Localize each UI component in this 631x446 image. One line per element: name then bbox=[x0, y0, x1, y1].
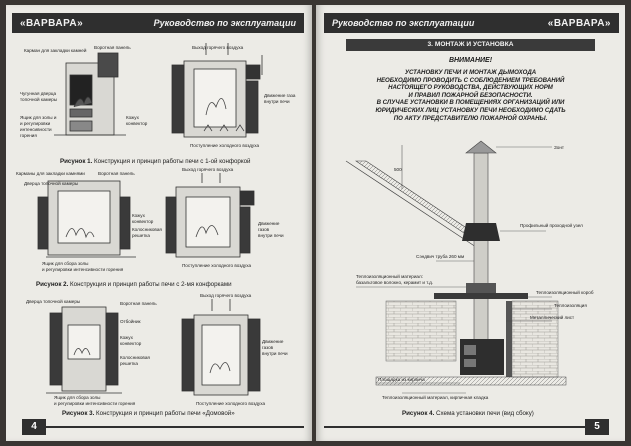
label-dvizh3: внутри печи bbox=[258, 233, 284, 238]
warning-line: В случае установки в помещениях организа… bbox=[376, 99, 565, 107]
label-yashik2: и регулировки интенсивности горения bbox=[42, 267, 124, 272]
label-otboinik: Отбойник bbox=[120, 318, 142, 324]
label-dim: 500 bbox=[394, 167, 402, 172]
figure-4-diagram: 500 Зонт Профильный проходной узел Сэндв… bbox=[345, 140, 594, 400]
label-yashik2: и регулировки bbox=[20, 121, 51, 126]
label-teploiz: Теплоизоляция bbox=[554, 303, 587, 308]
label-teplo1: Теплоизоляционный материал: bbox=[356, 273, 423, 279]
label-dverca: Дверца топочной камеры bbox=[26, 298, 80, 304]
label-dvizh2: газов bbox=[258, 227, 270, 232]
warning-text: Установку печи и монтаж дымохода необход… bbox=[344, 69, 597, 122]
label-postup: Поступление холодного воздуха bbox=[182, 263, 251, 268]
label-dverca: Дверца топочной камеры bbox=[24, 180, 78, 186]
label-sendvich: Сэндвич труба 260 мм bbox=[416, 254, 464, 259]
label-vorotnaya: Воротная панель bbox=[94, 45, 131, 50]
figure-1-caption: Рисунок 1. Конструкция и принцип работы … bbox=[60, 158, 251, 165]
label-kamni: Карман для закладки камней bbox=[24, 47, 87, 53]
label-karmany: Карманы для закладки камнями bbox=[16, 171, 85, 176]
label-yashik1: Ящик для золы и bbox=[20, 115, 57, 120]
label-ploshad: Площадка из кирпича bbox=[378, 377, 425, 382]
warning-line: необходимо проводить с соблюдением требо… bbox=[376, 76, 565, 84]
warning-line: по акту представителю пожарной охраны. bbox=[393, 114, 548, 122]
warning-line: настоящего руководства, действующих норм bbox=[388, 84, 553, 92]
label-kozhuh2: конвектор bbox=[126, 121, 148, 126]
label-teplo2: базальтовое волокно, керамит и т.д. bbox=[356, 280, 433, 285]
label-profil: Профильный проходной узел bbox=[520, 222, 583, 228]
label-vyhod: Выход горячего воздуха bbox=[192, 45, 244, 50]
figure-4-caption: Рисунок 4. Схема установки печи (вид сбо… bbox=[402, 410, 534, 417]
label-metall: Металлический лист bbox=[530, 314, 575, 320]
label-vyhod: Выход горячего воздуха bbox=[182, 167, 234, 172]
label-dvizh2: газов bbox=[262, 345, 274, 350]
label-zont: Зонт bbox=[554, 145, 565, 150]
right-header: Руководство по эксплуатации «ВАРВАРА» bbox=[324, 13, 619, 33]
label-yashik4: горения bbox=[20, 133, 37, 138]
warning-line: Установку печи и монтаж дымохода bbox=[404, 69, 537, 76]
label-yashik2: и регулировки интенсивности горения bbox=[54, 401, 136, 406]
label-chugun: Чугунная дверца bbox=[20, 91, 57, 96]
right-page: Руководство по эксплуатации «ВАРВАРА» 3.… bbox=[316, 5, 625, 441]
label-postup: Поступление холодного воздуха bbox=[190, 143, 259, 148]
header-title: Руководство по эксплуатации bbox=[153, 18, 296, 28]
label-yashik1: Ящик для сбора золы bbox=[42, 261, 88, 266]
label-niz: Теплоизоляционный материал, кирпичная кл… bbox=[382, 394, 489, 400]
section-title: 3. МОНТАЖ И УСТАНОВКА bbox=[346, 39, 595, 51]
label-kolos1: Колосниковая bbox=[132, 227, 162, 232]
label-korob: Теплоизоляционный короб bbox=[536, 289, 594, 295]
label-vorotnaya: Воротная панель bbox=[98, 171, 135, 176]
brand-logo: «ВАРВАРА» bbox=[547, 17, 611, 29]
page-number: 5 bbox=[585, 419, 609, 435]
warning-line: юридических лиц установку печи необходим… bbox=[375, 106, 566, 114]
label-postup: Поступление холодного воздуха bbox=[196, 401, 265, 406]
label-dvizh2: внутри печи bbox=[264, 99, 290, 104]
left-page: «ВАРВАРА» Руководство по эксплуатации bbox=[6, 5, 312, 441]
figure-1-diagram: Карман для закладки камней Воротная пане… bbox=[20, 43, 296, 148]
warning-line: и правил пожарной безопасности. bbox=[408, 91, 533, 99]
label-yashik3: интенсивности bbox=[20, 127, 52, 132]
page-number: 4 bbox=[22, 419, 46, 435]
label-vyhod: Выход горячего воздуха bbox=[200, 293, 252, 298]
label-kozhuh2: конвектор bbox=[120, 341, 142, 346]
label-kolos2: решетка bbox=[132, 233, 150, 238]
brand-logo: «ВАРВАРА» bbox=[20, 17, 84, 29]
label-kozhuh2: конвектор bbox=[132, 219, 154, 224]
label-dvizh1: Движение bbox=[258, 221, 280, 226]
figure-2-diagram: Карманы для закладки камнями Дверца топо… bbox=[16, 167, 284, 272]
label-kozhuh1: Кожух bbox=[120, 335, 134, 340]
label-dvizh1: Движение bbox=[262, 339, 284, 344]
label-dvizh1: Движение газа bbox=[264, 93, 296, 98]
figure-2-caption: Рисунок 2. Конструкция и принцип работы … bbox=[36, 281, 232, 288]
label-kozhuh1: Кожух bbox=[132, 213, 146, 218]
warning-title: ВНИМАНИЕ! bbox=[448, 57, 493, 64]
label-topochnoy: топочной камеры bbox=[20, 96, 57, 102]
label-kolos2: решетка bbox=[120, 361, 138, 366]
label-yashik1: Ящик для сбора золы bbox=[54, 395, 100, 400]
label-vorotnaya: Воротная панель bbox=[120, 301, 157, 306]
label-kozhuh1: Кожух bbox=[126, 115, 140, 120]
left-header: «ВАРВАРА» Руководство по эксплуатации bbox=[12, 13, 304, 33]
figure-3-diagram: Дверца топочной камеры Воротная панель О… bbox=[26, 293, 288, 406]
figure-3-caption: Рисунок 3. Конструкция и принцип работы … bbox=[62, 410, 235, 417]
header-title: Руководство по эксплуатации bbox=[332, 18, 475, 28]
footer-line bbox=[46, 426, 304, 428]
footer-line bbox=[324, 426, 585, 428]
label-dvizh3: внутри печи bbox=[262, 351, 288, 356]
label-kolos1: Колосниковая bbox=[120, 355, 150, 360]
